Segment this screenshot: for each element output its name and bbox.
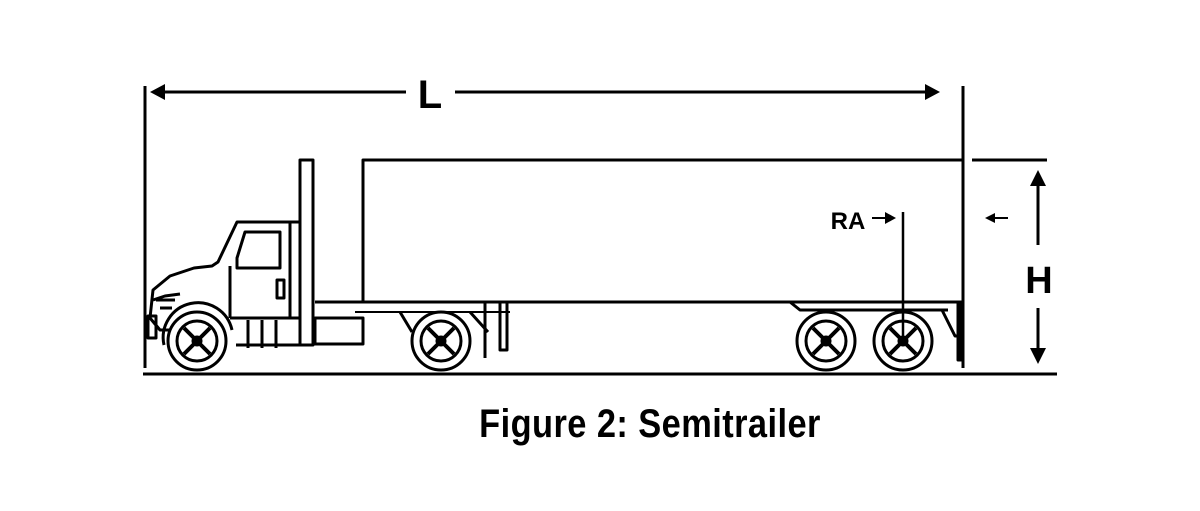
cab-door-handle (275, 278, 286, 300)
front-wheel-well (161, 301, 234, 346)
height-arrowhead-bottom (1030, 348, 1046, 364)
wheels (166, 310, 934, 372)
trailer-wheel-front (795, 310, 857, 372)
trailer-landing-gear (398, 311, 414, 333)
height-label: H (1025, 260, 1052, 302)
trailer-rear-post (956, 300, 965, 362)
trailer-rear-bumper (940, 309, 960, 338)
height-dimension: H (972, 158, 1053, 364)
height-arrowhead-top (1030, 170, 1046, 186)
length-arrowhead-left (150, 84, 165, 100)
length-label: L (418, 73, 442, 117)
length-arrowhead-right (925, 84, 940, 100)
exhaust-stack (298, 158, 315, 347)
front-bumper (146, 314, 158, 340)
landing-gear-leg-2 (498, 300, 509, 352)
rear-axle-pointer-arrowhead (885, 212, 896, 224)
trailer-rear-chassis (789, 300, 948, 312)
cab-window (235, 230, 282, 270)
rear-pointer-arrowhead (985, 213, 995, 223)
fuel-tank (313, 316, 365, 346)
trailer (315, 158, 965, 362)
tractor-drive-wheel (410, 310, 472, 372)
trailer-box (361, 158, 965, 304)
rear-axle-label: RA (831, 208, 866, 235)
front-wheel (166, 310, 228, 372)
front-grille (156, 298, 175, 310)
tractor-cab (146, 158, 365, 348)
rear-axle-marker: RA (831, 208, 905, 345)
figure-caption: Figure 2: Semitrailer (479, 402, 821, 446)
trailer-wheel-rear (872, 310, 934, 372)
